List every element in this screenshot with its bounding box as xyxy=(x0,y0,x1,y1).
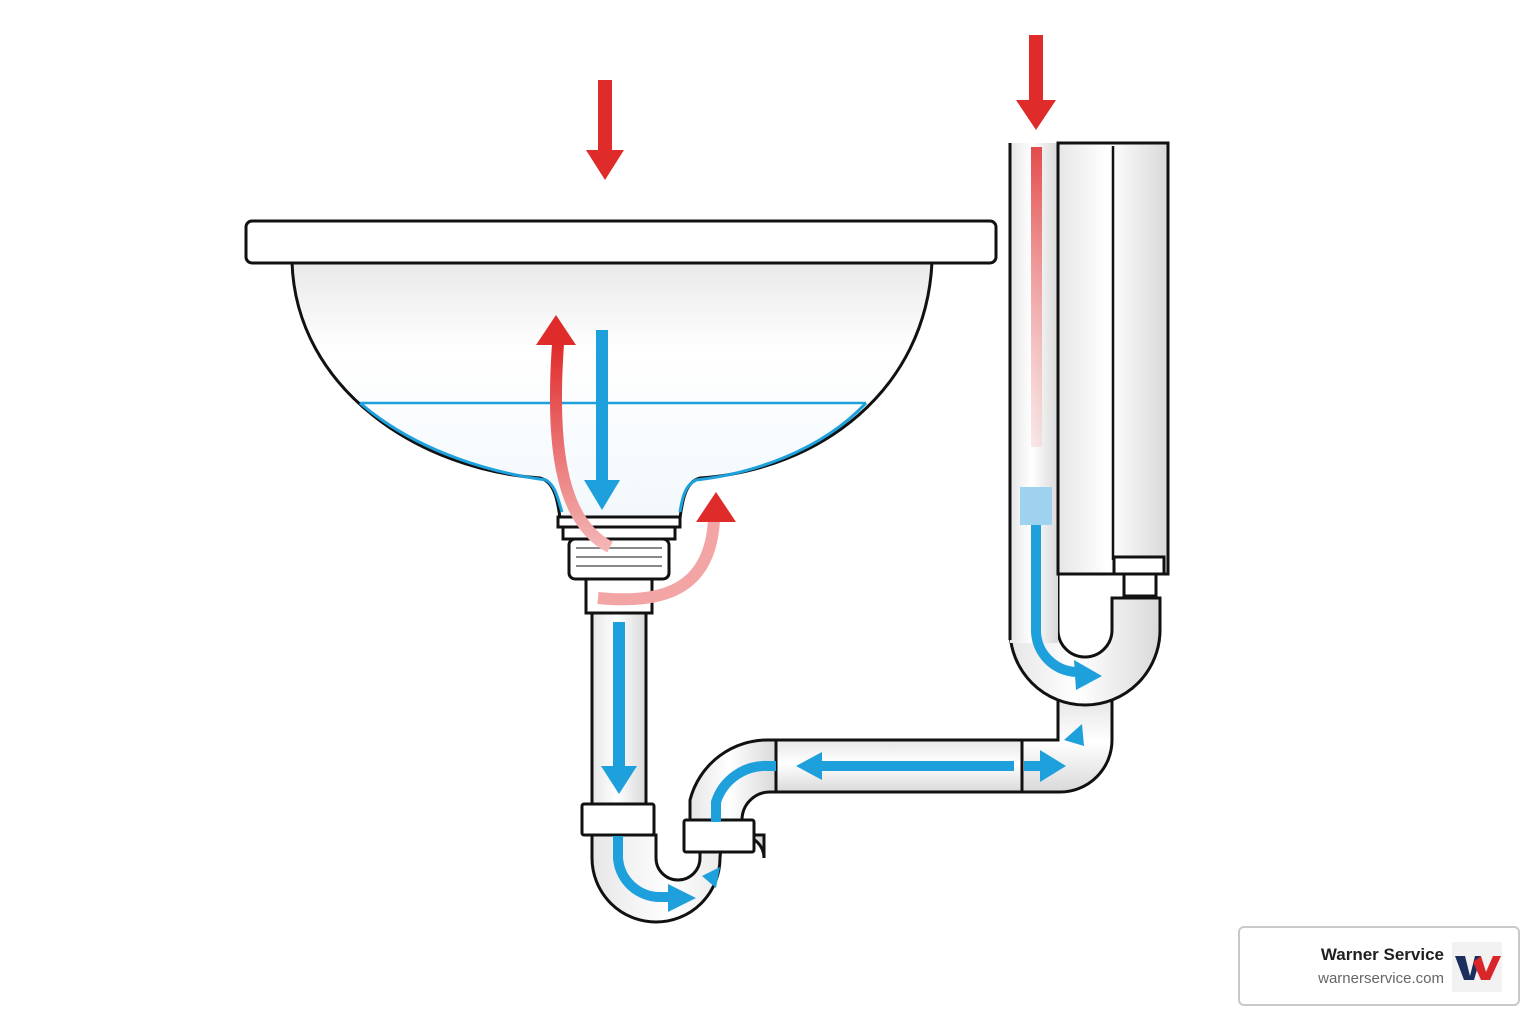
down-arrow-icon xyxy=(586,80,624,180)
vent-air-column xyxy=(1031,147,1042,447)
slip-nut-right xyxy=(682,818,756,854)
flow-arrow-icon xyxy=(1024,750,1066,782)
air-flow xyxy=(536,35,1056,606)
down-arrow-icon xyxy=(584,330,620,510)
water-bowl-edge xyxy=(359,401,868,513)
flow-arrow-icon xyxy=(1064,724,1084,746)
down-arrow-icon xyxy=(1016,35,1056,130)
trap-riser-flow xyxy=(711,760,776,822)
water-flow xyxy=(584,330,1102,912)
sink-rim xyxy=(244,219,998,265)
up-arrow-icon xyxy=(536,315,613,553)
flow-arrow-icon xyxy=(702,867,720,888)
trap-arm xyxy=(774,698,1114,794)
down-arrow-icon xyxy=(601,622,637,794)
sink xyxy=(244,219,998,520)
brand-badge[interactable]: Warner Service warnerservice.com xyxy=(1238,926,1520,1006)
slip-nut-left xyxy=(580,802,656,837)
arm-elbow xyxy=(1020,698,1114,794)
stack-fitting xyxy=(1112,555,1166,576)
warner-w-logo-icon xyxy=(1452,942,1502,992)
flow-arrow-icon xyxy=(796,752,1014,780)
brand-name: Warner Service xyxy=(1320,945,1444,964)
brand-url[interactable]: warnerservice.com xyxy=(1318,970,1444,987)
vent-water-cap xyxy=(1020,487,1052,525)
sink-bowl xyxy=(290,260,934,520)
stack-coupling xyxy=(1122,572,1158,598)
flow-arrow-icon xyxy=(1031,525,1102,690)
flow-arrow-icon xyxy=(613,836,696,912)
up-arrow-icon xyxy=(597,492,736,606)
